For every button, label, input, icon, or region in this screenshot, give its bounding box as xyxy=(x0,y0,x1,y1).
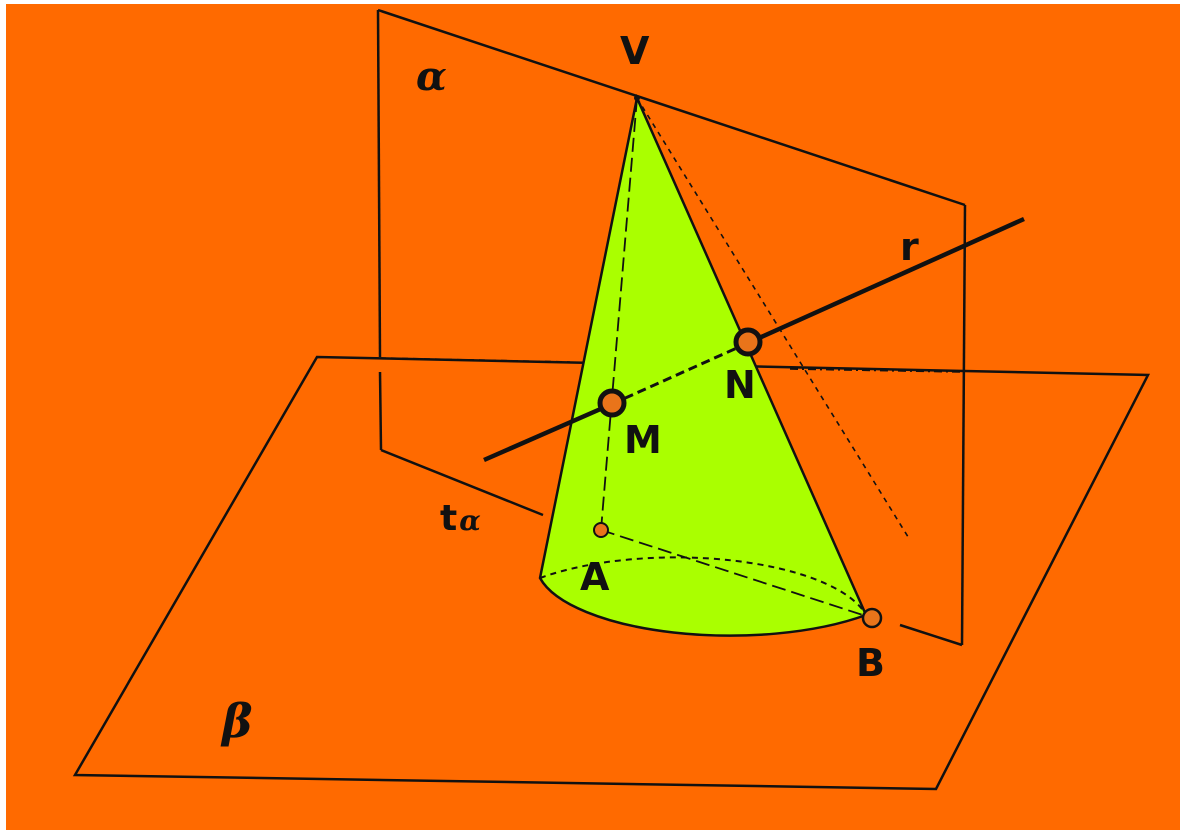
plane-beta xyxy=(72,355,1151,791)
cone-radius-ab xyxy=(600,529,873,619)
line-r-left-visible xyxy=(483,401,613,463)
plane-alpha-left-edge-upper xyxy=(376,9,382,358)
cone-base-hidden-arc xyxy=(539,556,867,616)
plane-alpha-left-edge-lower xyxy=(378,371,383,451)
cone-axis xyxy=(600,97,638,531)
point-a xyxy=(593,522,609,538)
cone-hidden-generatrix xyxy=(636,97,911,541)
line-r xyxy=(483,216,1025,463)
line-r-inside-cone xyxy=(611,341,749,406)
cone-surface xyxy=(538,93,868,637)
trace-line-left xyxy=(380,448,544,517)
point-m-label: M xyxy=(624,418,662,462)
point-b xyxy=(861,607,883,629)
trace-line-right xyxy=(899,623,963,647)
plane-alpha-right-edge xyxy=(960,204,967,646)
plane-alpha xyxy=(376,8,967,647)
trace-label-t: t xyxy=(440,498,457,539)
point-a-label: A xyxy=(580,555,610,599)
plane-beta-label: β xyxy=(220,694,253,748)
point-n-label: N xyxy=(724,363,756,407)
trace-label-subscript: α xyxy=(459,504,481,537)
point-n xyxy=(733,327,763,357)
line-r-right-visible xyxy=(747,216,1025,346)
point-v xyxy=(634,95,640,101)
line-r-label: r xyxy=(900,225,919,269)
cone xyxy=(538,93,911,637)
point-m xyxy=(597,388,627,418)
trace-label: tα xyxy=(440,498,481,539)
plane-beta-hidden-edge-left xyxy=(379,357,571,363)
plane-alpha-label: α xyxy=(416,53,447,100)
point-b-label: B xyxy=(856,641,885,685)
vertex-v-label: V xyxy=(620,29,650,73)
plane-alpha-top-edge xyxy=(377,8,966,207)
